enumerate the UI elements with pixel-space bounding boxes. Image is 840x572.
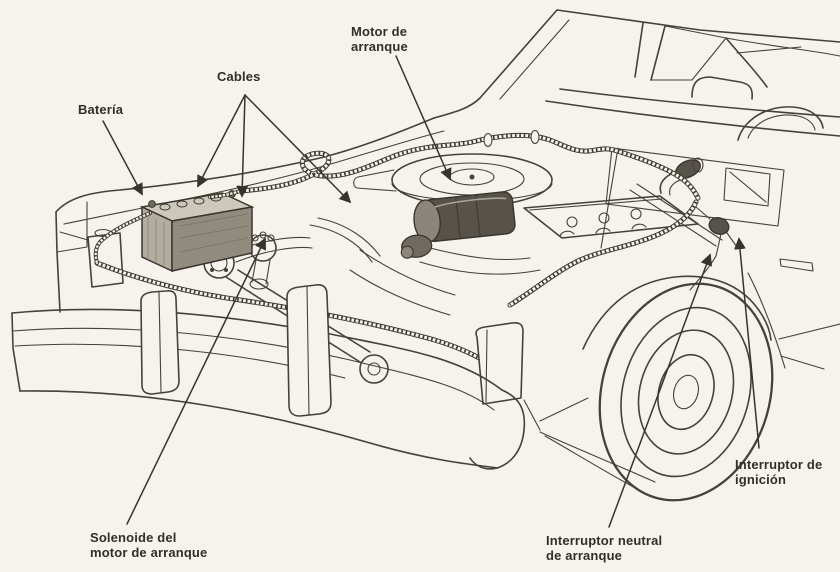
front-bumper: [11, 284, 526, 470]
label-solenoide-line1: Solenoide del: [90, 530, 176, 545]
leader-cables-2: [236, 94, 249, 198]
harness-clip: [530, 129, 540, 145]
radiator-support: [475, 322, 541, 431]
labels: Batería Cables Motor de arranque Solenoi…: [78, 24, 822, 563]
battery-terminal: [148, 200, 156, 208]
engine-block-lines: [309, 217, 541, 316]
leader-cables-3: [244, 94, 352, 204]
valve-cover: [523, 195, 699, 239]
leader-interruptor-ignicion: [733, 237, 760, 449]
washer-reservoir: [59, 228, 124, 288]
interior-headrest: [691, 76, 754, 100]
starter-motor: [400, 191, 516, 259]
label-interruptor-ignicion-line2: ignición: [735, 472, 786, 487]
steering-wheel: [737, 106, 824, 141]
bumper-guard: [140, 290, 180, 395]
label-interruptor-neutral-line1: Interruptor neutral: [546, 533, 662, 548]
leader-solenoide: [126, 237, 266, 525]
leader-lines: [102, 55, 760, 528]
label-motor-arranque-line2: arranque: [351, 39, 408, 54]
leader-interruptor-neutral: [608, 253, 713, 528]
label-bateria: Batería: [78, 102, 124, 117]
harness-clip: [483, 132, 493, 148]
leader-bateria: [102, 120, 143, 196]
leader-motor-arranque: [395, 55, 452, 181]
door-handle: [779, 258, 814, 272]
leader-cables-1: [197, 94, 246, 188]
firewall-panel: [605, 147, 785, 247]
label-cables: Cables: [217, 69, 261, 84]
car-body-outline: [55, 9, 840, 498]
label-motor-arranque-line1: Motor de: [351, 24, 407, 39]
wiring-harness: [93, 129, 698, 364]
label-solenoide-line2: motor de arranque: [90, 545, 207, 560]
front-wheel: [598, 282, 774, 502]
bumper-guard: [286, 284, 332, 417]
label-interruptor-neutral-line2: de arranque: [546, 548, 622, 563]
battery: [139, 190, 255, 273]
label-interruptor-ignicion-line1: Interruptor de: [735, 457, 822, 472]
